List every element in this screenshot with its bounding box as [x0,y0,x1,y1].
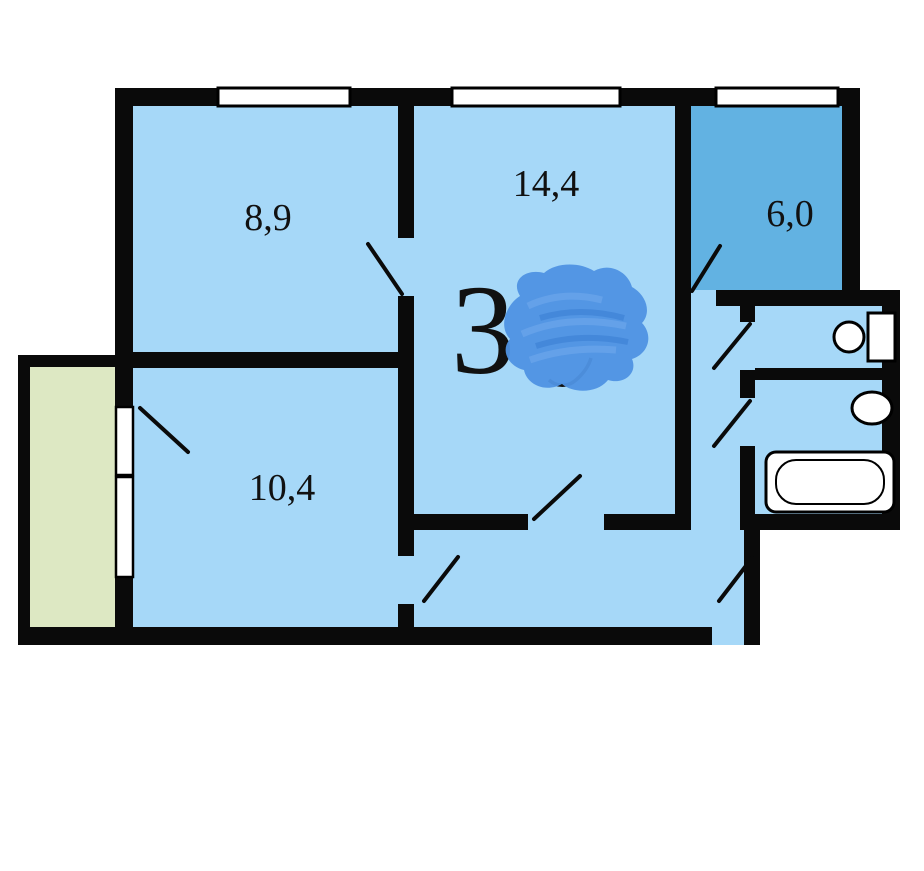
room-area-label: 8,9 [244,197,292,239]
wall-rooms-divider [133,352,398,368]
bathtub-inner-outline [775,459,885,505]
scribble-texture-light [520,292,627,364]
wall-central-a [398,106,414,238]
wall-balcony-top [18,355,125,367]
door-opening-floor [398,238,414,296]
hallway-lower-floor [414,530,744,627]
fixtures [764,311,897,514]
entrance-opening-floor [712,627,744,645]
window-top-left [216,86,352,108]
door-balcony [138,406,190,454]
door-room-top-left [366,242,404,296]
wall-kitchen-bottom [716,290,900,306]
bathtub-fixture [764,450,896,514]
toilet-fixture [850,390,894,426]
blue-scribble-blob [504,264,649,391]
wall-entry-side [744,530,760,645]
door-room-bottom-left [422,555,460,603]
wall-corridor-stub-3 [740,446,755,530]
wall-hall-top-right [604,514,691,530]
sink-cabinet-fixture [866,311,897,363]
wall-balcony-left [18,355,30,645]
windows [114,86,840,579]
door-entrance [717,556,754,603]
wall-central-d [398,604,414,627]
sink-fixture [832,320,866,354]
door-room-top-middle [532,474,582,521]
room-bottom-left-floor [133,368,398,627]
door-bathroom [712,399,752,448]
balcony-door-panel [114,405,135,477]
window-top-middle [450,86,622,108]
wall-bottom [18,627,712,645]
wall-corridor-stub-2 [740,370,755,398]
window-top-right [714,86,840,108]
room-area-label: 6,0 [766,193,814,235]
wall-right-upper [842,88,860,306]
wall-room-middle-right [675,106,691,514]
door-opening-floor [528,514,604,530]
room-top-left-floor [133,106,398,352]
balcony-floor [30,367,115,627]
door-kitchen [690,244,722,293]
wall-bath-divider [755,368,882,380]
wall-central-c [398,530,414,556]
wall-central-b [398,296,414,530]
kitchen-floor [691,106,842,290]
balcony-window-panel [114,475,135,579]
wall-hall-top-left [398,514,528,530]
scribble-texture-dark [535,309,629,349]
wall-corridor-stub-1 [740,306,755,322]
wall-bath-bottom [740,514,900,530]
room-area-label: 10,4 [249,467,316,509]
doors [138,242,754,603]
room-area-label: 14,4 [513,163,580,205]
scribble-annotation [504,264,649,391]
room-labels: 8,9 14,4 6,0 10,4 3 [244,163,814,509]
door-opening-floor [398,556,414,604]
door-wc [712,322,752,370]
apartment-number-label: 3 [451,259,515,401]
